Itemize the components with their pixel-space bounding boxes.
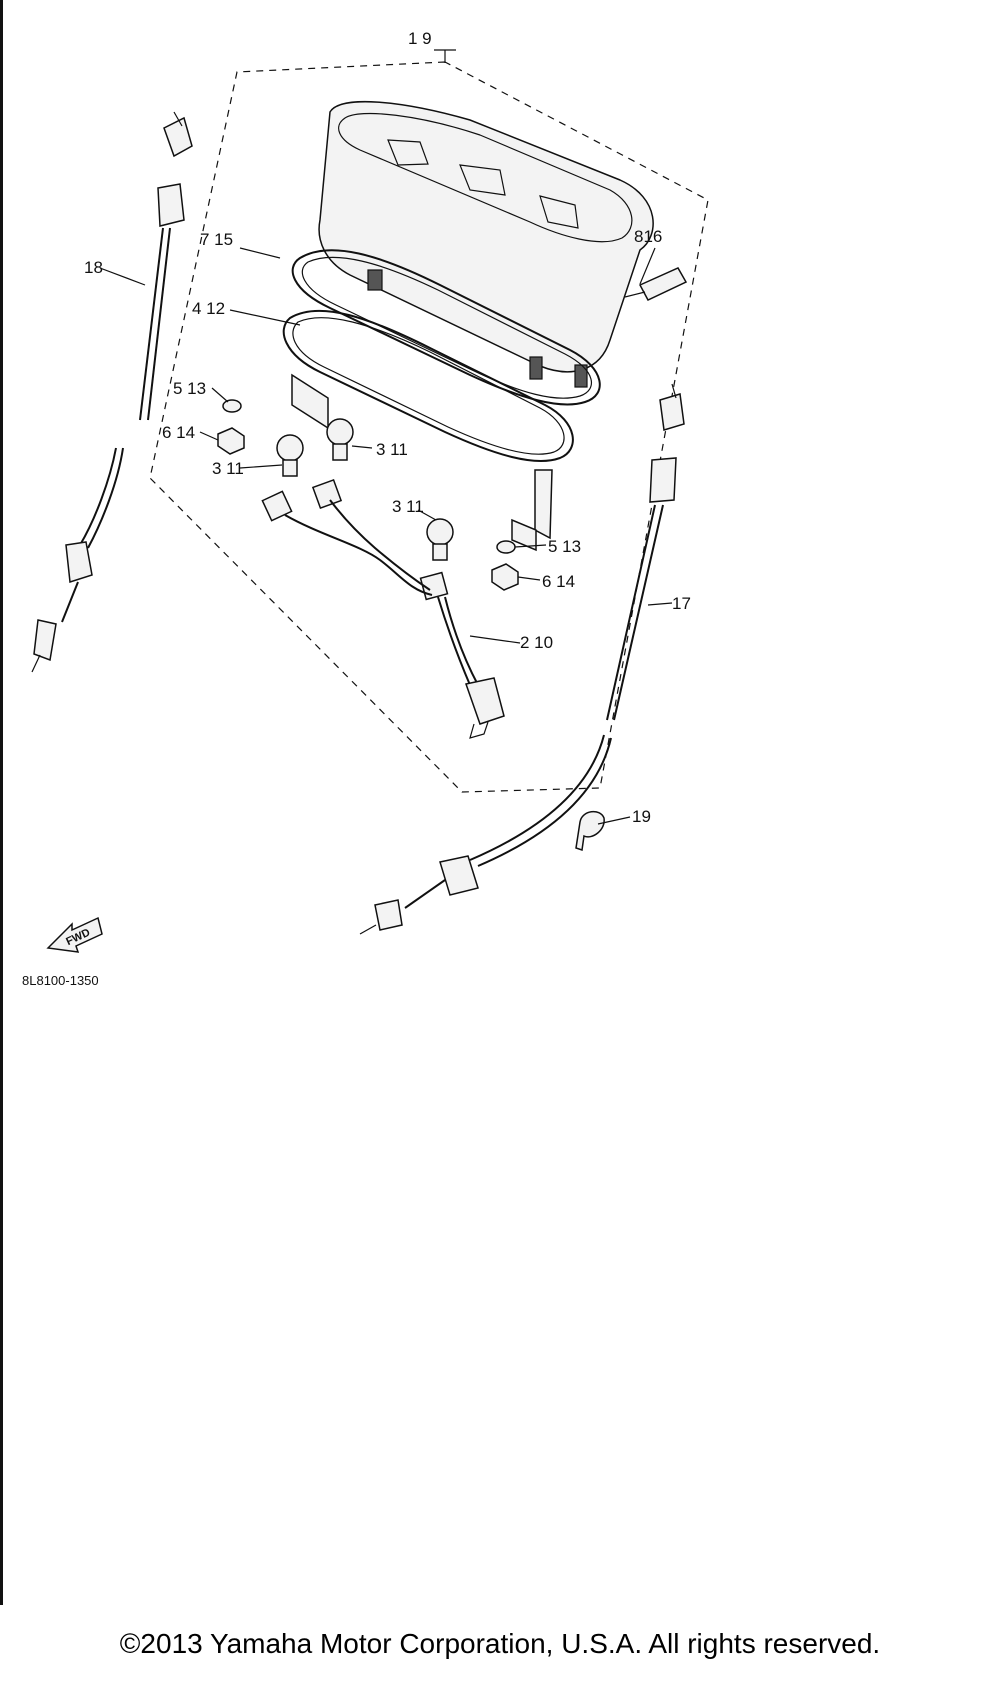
meter-housing — [318, 100, 654, 388]
callout-311-c: 3 11 — [392, 497, 424, 516]
nut-right — [491, 563, 519, 591]
wire-harness — [261, 478, 505, 739]
washer-right — [496, 540, 516, 554]
bulb-b — [326, 418, 354, 461]
callout-17: 17 — [672, 594, 691, 613]
washer-left — [222, 399, 242, 413]
callout-assembly: 1 9 — [408, 29, 432, 48]
callout-513-right: 5 13 — [548, 537, 581, 556]
callout-614-left: 6 14 — [162, 423, 195, 442]
cable-clamp — [575, 810, 605, 851]
callout-311-a: 3 11 — [212, 459, 244, 478]
assembly-boundary — [149, 61, 709, 793]
callout-19: 19 — [632, 807, 651, 826]
meter-gasket — [291, 249, 601, 406]
meter-bracket — [282, 309, 574, 552]
callout-513-left: 5 13 — [173, 379, 206, 398]
left-margin-rule — [0, 0, 3, 1605]
callout-715: 7 15 — [200, 230, 233, 249]
trip-knob — [624, 267, 688, 301]
callout-18: 18 — [84, 258, 103, 277]
callout-210: 2 10 — [520, 633, 553, 652]
fwd-arrow-icon: FWD — [46, 916, 103, 953]
copyright-notice: ©2013 Yamaha Motor Corporation, U.S.A. A… — [119, 1628, 881, 1659]
speedometer-cable — [359, 383, 685, 935]
tachometer-cable — [31, 111, 193, 673]
callout-412: 4 12 — [192, 299, 225, 318]
callout-816: 816 — [634, 227, 662, 246]
callout-614-right: 6 14 — [542, 572, 575, 591]
nut-left — [217, 427, 245, 455]
bulb-c — [426, 518, 454, 561]
drawing-code: 8L8100-1350 — [22, 973, 99, 988]
bulb-a — [276, 434, 304, 477]
callout-311-b: 3 11 — [376, 440, 408, 459]
